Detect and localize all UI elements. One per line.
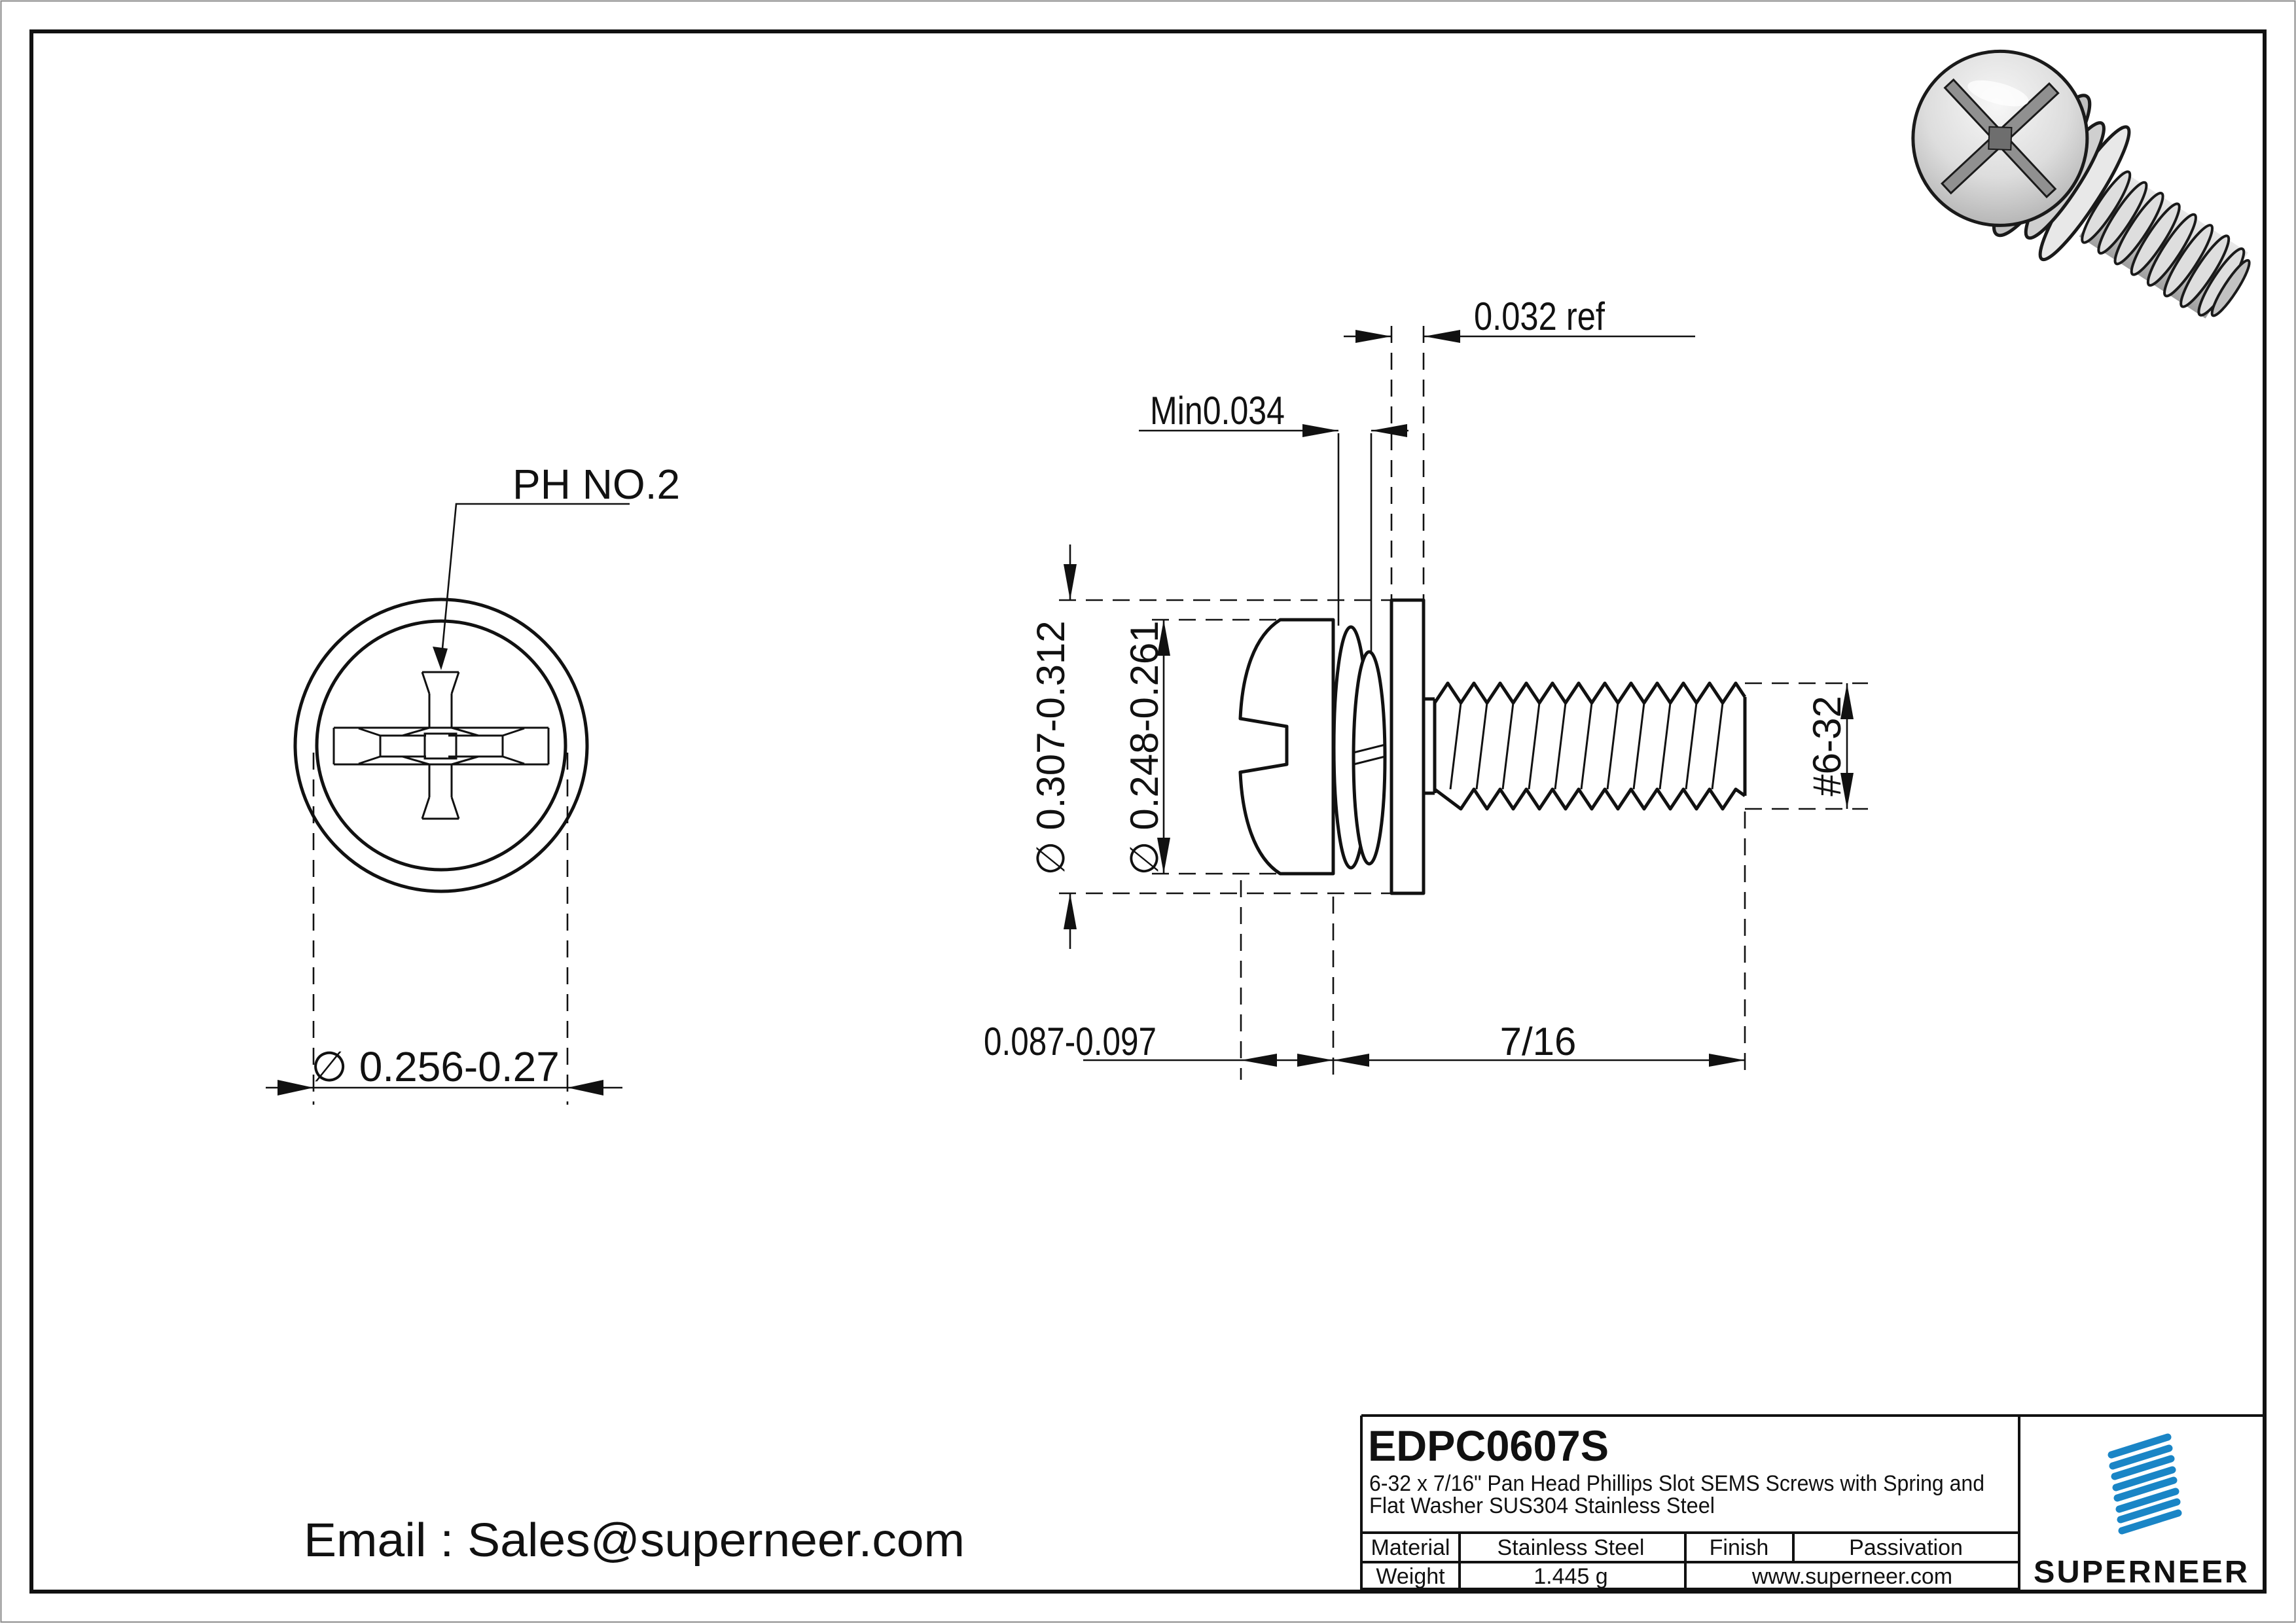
front-diameter-dimension: ∅ 0.256-0.27 [266,753,622,1105]
head-outer-circle [293,597,589,893]
email-text: Email : Sales@superneer.com [304,1514,965,1567]
material-value: Stainless Steel [1498,1535,1645,1560]
shank-step [1424,697,1437,795]
dimension-thread-size: #6-32 [1745,682,1868,810]
washer-ref-label: 0.032 ref [1474,294,1605,338]
finish-label: Finish [1710,1535,1769,1560]
sheet-border [29,29,2267,1594]
dimension-washer-ref: 0.032 ref [1344,294,1695,600]
dimension-bottom: 0.087-0.097 7/16 [984,812,1746,1080]
weight-label: Weight [1376,1564,1445,1589]
head-height-label: 0.087-0.097 [984,1020,1157,1063]
spring-washer [1332,625,1387,870]
phillips-slot-3d [1941,78,2060,199]
spring-min-label: Min0.034 [1150,389,1285,433]
slot-recess [332,726,550,766]
thread-length-label: 7/16 [1500,1020,1577,1063]
flat-washer [1390,598,1426,895]
thread [1433,681,1747,811]
ph-callout: PH NO.2 [433,461,680,670]
front-view: PH NO.2 ∅ 0.256-0.27 [266,461,680,1105]
superneer-logo: SUPERNEER [2034,1433,2250,1590]
screw-3d-render [1911,49,2251,319]
head-highlight [1967,80,2029,107]
description-line2: Flat Washer SUS304 Stainless Steel [1369,1493,1715,1518]
title-block: EDPC0607S 6-32 x 7/16" Pan Head Phillips… [1360,1414,2265,1592]
front-dia-label: ∅ 0.256-0.27 [311,1043,560,1090]
finish-value: Passivation [1849,1535,1963,1560]
dimension-washer-od: ∅ 0.307-0.312 [1029,544,1424,949]
ph-label: PH NO.2 [512,461,680,508]
pan-head [1238,618,1335,876]
material-label: Material [1371,1535,1450,1560]
head-od-label: ∅ 0.248-0.261 [1122,620,1166,875]
head-inner-circle [315,619,567,872]
dimension-head-od: ∅ 0.248-0.261 [1122,618,1280,876]
superneer-logo-icon [2108,1433,2182,1535]
dimension-spring-min: Min0.034 [1139,389,1408,654]
washer-od-label: ∅ 0.307-0.312 [1029,620,1073,875]
weight-value: 1.445 g [1534,1564,1607,1589]
side-view [1238,598,1747,895]
leader-arrowhead [433,647,448,670]
brand-name: SUPERNEER [2034,1555,2250,1590]
thread-3d [2081,170,2251,317]
website-link[interactable]: www.superneer.com [1751,1564,1952,1589]
description-line1: 6-32 x 7/16" Pan Head Phillips Slot SEMS… [1369,1471,1984,1496]
thread-size-label: #6-32 [1805,696,1849,796]
phillips-recess [358,671,525,820]
part-number: EDPC0607S [1368,1421,1609,1470]
